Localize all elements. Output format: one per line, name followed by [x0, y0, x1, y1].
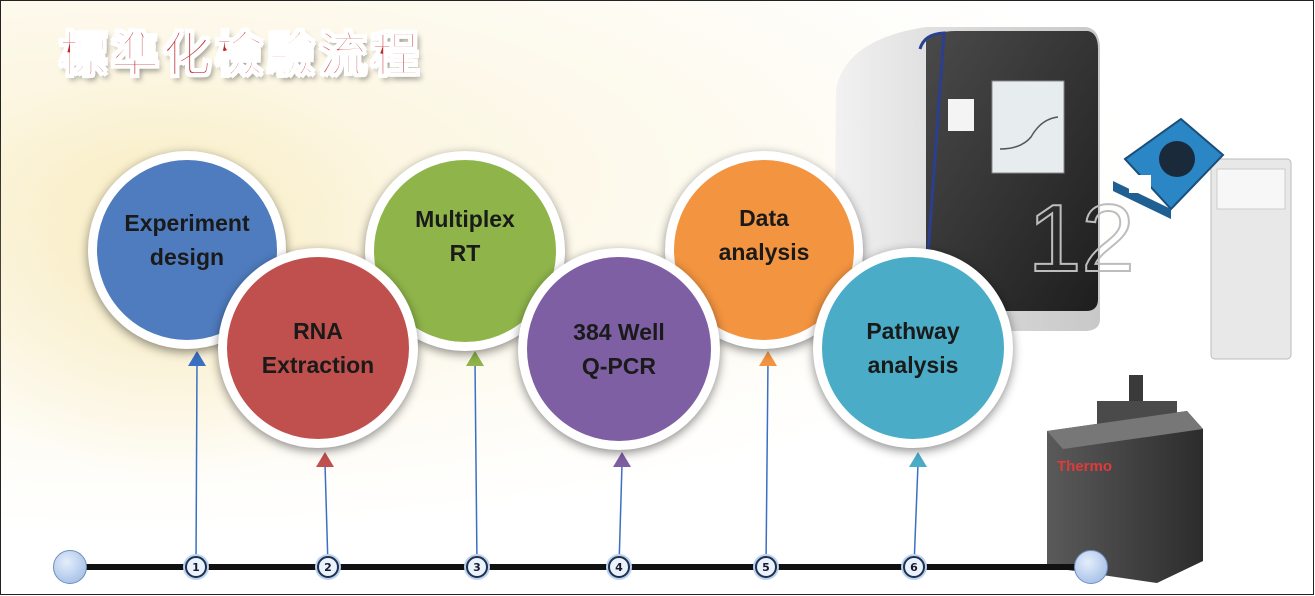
- step-3-label: Multiplex RT: [415, 206, 515, 266]
- step-2-label: RNA Extraction: [261, 318, 375, 378]
- timeline-node-4: 4: [608, 556, 630, 578]
- step-2-rna-extraction: RNA Extraction: [218, 248, 418, 448]
- step-4-qpcr: 384 Well Q-PCR: [518, 248, 720, 450]
- nanodrop-brand: Thermo: [1057, 458, 1112, 475]
- qpcr-instrument-image: 12: [834, 27, 1136, 331]
- timeline-node-1: 1: [185, 556, 207, 578]
- timeline-node-3: 3: [466, 556, 488, 578]
- bioanalyzer-image: [1113, 117, 1292, 360]
- timeline-bar: [83, 564, 1093, 570]
- timeline-node-6: 6: [903, 556, 925, 578]
- timeline-end-cap: [1074, 550, 1108, 584]
- step-6-label: Pathway analysis: [866, 318, 960, 378]
- step-1-label: Experiment design: [124, 210, 250, 270]
- timeline-node-5: 5: [755, 556, 777, 578]
- timeline-node-2: 2: [317, 556, 339, 578]
- slide-title: 標準化檢驗流程: [58, 26, 424, 84]
- step-5-label: Data analysis: [718, 205, 810, 265]
- step-6-pathway-analysis: Pathway analysis: [813, 248, 1013, 448]
- timeline-start-cap: [53, 550, 87, 584]
- step-4-label: 384 Well Q-PCR: [573, 319, 665, 379]
- qpcr-model-number: 12: [1028, 185, 1135, 292]
- nanodrop-image: Thermo: [1047, 375, 1203, 583]
